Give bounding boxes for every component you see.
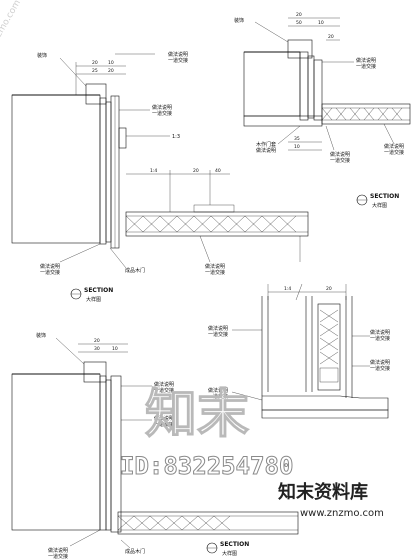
svg-text:SECTION: SECTION [84,287,113,294]
annotation-label: 装饰 [37,52,47,59]
watermark: 知末 ID:832254780 知末资料库 www.znzmo.com www.… [0,0,384,519]
watermark-url: www.znzmo.com [300,508,384,519]
watermark-id: ID:832254780 [120,452,293,480]
annotation-label: 做法说明一道交接 [40,263,60,276]
frame-layer-1 [99,97,107,245]
dim-label: 20 [92,60,98,66]
section-tag: SECTION 大样图 [70,287,113,303]
frame-layer-2 [105,379,112,531]
floor-slab [243,115,323,127]
annotation-label: 做法说明一道交接 [152,104,172,117]
frame-layer-1 [99,375,107,531]
dim-label: 20 [193,168,199,174]
annotation-label: 木作门套做法说明 [256,141,276,154]
dim-label: 10 [112,346,118,352]
annotation-label: 做法说明一道交接 [384,143,404,156]
dim-label: 10 [318,20,324,26]
annotation-label: 做法说明一道交接 [208,325,228,338]
annotation-label: 做法说明一道交接 [48,547,68,560]
detail-bottom-left: 20 30 10 装饰 做法说明一道交接 做法说明一道交接 成品木门 做法说明一… [11,332,299,560]
detail-top-right: 20 50 10 20 35 10 装饰 做法说明一道交接 木作门套做法说明 做… [234,12,411,209]
annotation-label: 做法说明一道交接 [154,415,174,428]
frame-layer-3 [313,59,323,121]
annotation-label: 做法说明一道交接 [154,381,174,394]
dim-label: 10 [294,144,300,150]
frame-layer-1 [299,51,309,121]
hinge-box [118,127,127,149]
annotation-label: 做法说明一道交接 [356,57,376,70]
dim-label: 20 [326,286,332,292]
dim-label: 1:4 [284,286,291,292]
svg-text:大样图: 大样图 [86,296,101,303]
door-panel [321,103,411,125]
wall-hatch-block [11,373,101,531]
finish-strip [85,83,107,105]
frame-layer-3 [110,375,122,533]
section-tag: SECTION 大样图 [356,193,399,209]
annotation-label: 成品木门 [125,548,145,555]
door-leaf-vertical [317,303,341,391]
annotation-label: 做法说明一道交接 [208,387,228,400]
annotation-label: 做法说明一道交接 [370,329,390,342]
door-panel-horizontal [125,211,309,237]
detail-top-left: 20 25 20 10 1:4 20 40 装饰 做法说明一道交接 做法说明一道… [11,51,309,303]
svg-text:SECTION: SECTION [370,193,399,200]
dim-label: 20 [328,34,334,40]
section-tag: SECTION 大样图 [206,541,249,557]
dim-label: 50 [296,20,302,26]
annotation-label: 做法说明一道交接 [168,51,188,64]
svg-text:大样图: 大样图 [222,550,237,557]
annotation-label: 1:3 [172,134,180,140]
frame-layer-2 [307,55,315,119]
dim-label: 25 [92,68,98,74]
dim-label: 20 [94,338,100,344]
svg-text:SECTION: SECTION [220,541,249,548]
door-panel-horizontal [117,511,299,535]
annotation-label: 成品木门 [125,267,145,274]
dim-label: 20 [108,68,114,74]
wall-hatch-block [11,94,101,244]
svg-text:大样图: 大样图 [372,202,387,209]
dim-label: 40 [215,168,221,174]
wall-hatch-block [243,51,301,117]
dim-label: 30 [94,346,100,352]
annotation-label: 做法说明一道交接 [205,263,225,276]
dim-label: 20 [296,12,302,18]
dim-label: 1:4 [150,168,157,174]
annotation-label: 装饰 [234,17,244,24]
floor-slab [261,395,389,411]
door-trim [193,204,235,213]
watermark-big-text: 知末 [145,385,249,445]
annotation-label: 做法说明一道交接 [370,359,390,372]
dim-label: 35 [294,136,300,142]
finish-strip [83,361,107,383]
watermark-logo-text: 知末资料库 [278,481,368,503]
annotation-label: 做法说明一道交接 [330,151,350,164]
watermark-diagonal: www.znzmo.com [0,0,23,69]
frame-layer-2 [105,101,112,243]
annotation-label: 装饰 [36,332,46,339]
detail-bottom-right: 1:4 20 做法说明一道交接 做法说明一道交接 做法说明一道交接 做法说明一道… [208,283,390,419]
dim-label: 10 [108,60,114,66]
